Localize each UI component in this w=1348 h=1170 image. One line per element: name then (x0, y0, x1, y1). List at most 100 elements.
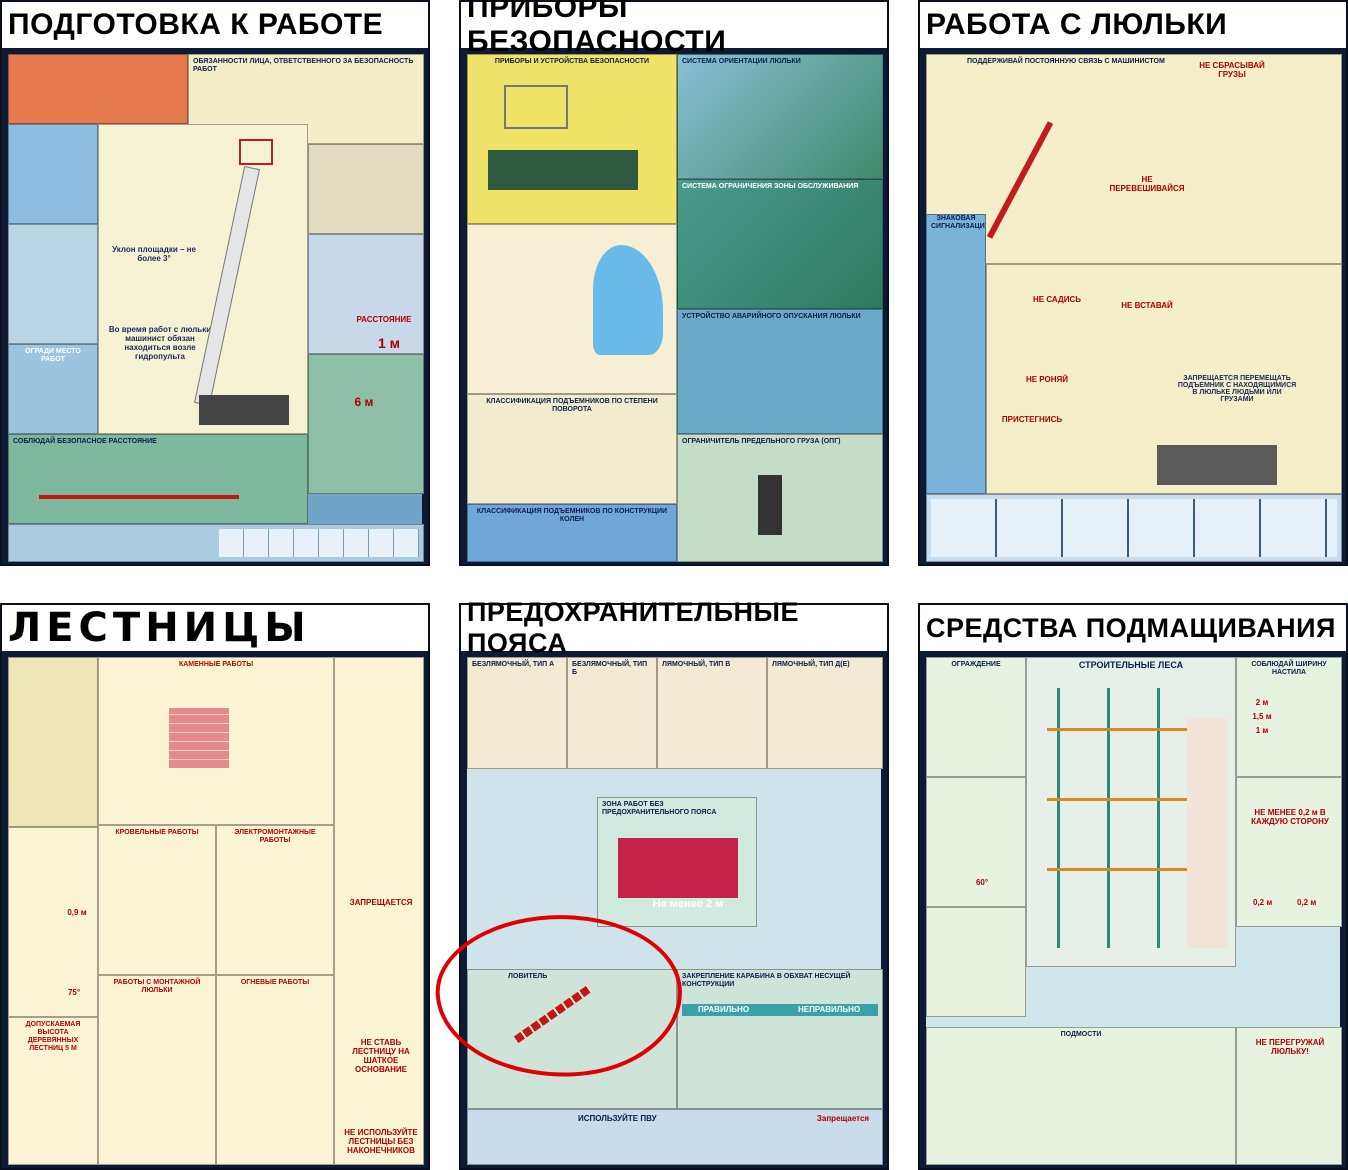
m02a-label: 0,2 м (1253, 898, 1273, 907)
lovitel-label: ЛОВИТЕЛЬ (508, 973, 548, 980)
panel-right-ladder: ЗАПРЕЩАЕТСЯ НЕ СТАВЬ ЛЕСТНИЦУ НА ШАТКОЕ … (334, 657, 424, 1165)
zona-label: ЗОНА РАБОТ БЕЗ ПРЕДОХРАНИТЕЛЬНОГО ПОЯСА (602, 801, 717, 816)
ne-menee-label: НЕ МЕНЕЕ 0,2 м В КАЖДУЮ СТОРОНУ (1251, 808, 1329, 826)
panel-table (8, 524, 424, 562)
poster-title: ПРЕДОХРАНИТЕЛЬНЫЕ ПОЯСА (461, 597, 887, 658)
type-label: ЛЯМОЧНЫЙ, тип Д(Е) (772, 661, 850, 668)
lift-truck (1157, 445, 1277, 485)
poster-podmashch: СРЕДСТВА ПОДМАЩИВАНИЯ ОГРАЖДЕНИЕ СТРОИТЕ… (918, 603, 1348, 1170)
panel-classif: КЛАССИФИКАЦИЯ ПОДЪЕМНИКОВ ПО СТЕПЕНИ ПОВ… (467, 394, 677, 504)
m1-label: 1 м (1255, 726, 1269, 735)
panel-workers-1 (8, 124, 98, 224)
zakrepl-label: ЗАКРЕПЛЕНИЕ КАРАБИНА В ОБХВАТ НЕСУЩЕЙ КО… (682, 973, 851, 988)
panel-ladder-cage (8, 657, 98, 827)
ogr-gruz-label: ОГРАНИЧИТЕЛЬ ПРЕДЕЛЬНОГО ГРУЗА (ОПГ) (682, 438, 841, 445)
ograd-label: ОГРАДИ МЕСТО РАБОТ (25, 348, 81, 363)
vo-vremya-text: Во время работ с люльки машинист обязан … (108, 325, 212, 361)
ne-isp-label: НЕ ИСПОЛЬЗУЙТЕ ЛЕСТНИЦЫ БЕЗ НАКОНЕЧНИКОВ (344, 1128, 418, 1155)
panel-ogr-gruz: ОГРАНИЧИТЕЛЬ ПРЕДЕЛЬНОГО ГРУЗА (ОПГ) (677, 434, 883, 562)
truck-boom (504, 85, 568, 129)
cylinder (758, 475, 782, 535)
pravilno-label: ПРАВИЛЬНО (698, 1005, 750, 1014)
poster-content: ОГРАЖДЕНИЕ СТРОИТЕЛЬНЫЕ ЛЕСА СОБЛЮДАЙ ШИ… (926, 657, 1342, 1165)
poster-lestnitsy: ЛЕСТНИЦЫ КАМЕННЫЕ РАБОТЫ ЗАПРЕЩАЕТСЯ НЕ … (0, 603, 430, 1170)
ne-sbras-label: НЕ СБРАСЫВАЙ ГРУЗЫ (1199, 61, 1265, 79)
h09-label: 0,9 м (67, 908, 87, 917)
safe-dist-label: СОБЛЮДАЙ БЕЗОПАСНОЕ РАССТОЯНИЕ (13, 438, 157, 445)
poster-title: ПРИБОРЫ БЕЗОПАСНОСТИ (461, 0, 887, 58)
panel-stairs: 60° (926, 777, 1026, 907)
poster-pribory: ПРИБОРЫ БЕЗОПАСНОСТИ ПРИБОРЫ И УСТРОЙСТВ… (459, 0, 889, 566)
panel-ograzhd: ОГРАЖДЕНИЕ (926, 657, 1026, 777)
panel-type-d: ЛЯМОЧНЫЙ, тип Д(Е) (767, 657, 883, 769)
poster-title: РАБОТА С ЛЮЛЬКИ (920, 2, 1346, 48)
ne-peregib-label: НЕ ПЕРЕВЕШИВАЙСЯ (1109, 175, 1185, 193)
six-m-label: 6 м (354, 395, 374, 409)
panel-stroit: СТРОИТЕЛЬНЫЕ ЛЕСА (1026, 657, 1236, 967)
m2-label: 2 м (1255, 698, 1269, 707)
poster-content: КАМЕННЫЕ РАБОТЫ ЗАПРЕЩАЕТСЯ НЕ СТАВЬ ЛЕС… (8, 657, 424, 1165)
chain (513, 984, 593, 1044)
truck (199, 395, 289, 425)
panel-top: ПОДДЕРЖИВАЙ ПОСТОЯННУЮ СВЯЗЬ С МАШИНИСТО… (926, 54, 1342, 264)
panel-elektro: ЭЛЕКТРОМОНТАЖНЫЕ РАБОТЫ (216, 825, 334, 975)
uklon-text: Уклон площадки – не более 3° (112, 245, 196, 263)
m02b-label: 0,2 м (1297, 898, 1317, 907)
panel-zona: ЗОНА РАБОТ БЕЗ ПРЕДОХРАНИТЕЛЬНОГО ПОЯСА … (597, 797, 757, 927)
ne-stav-label: НЕ СТАВЬ ЛЕСТНИЦУ НА ШАТКОЕ ОСНОВАНИЕ (352, 1038, 410, 1074)
panel-orient: СИСТЕМА ОРИЕНТАЦИИ ЛЮЛЬКИ (677, 54, 883, 179)
rasst-label: РАССТОЯНИЕ (356, 315, 412, 324)
poster-poyasa: ПРЕДОХРАНИТЕЛЬНЫЕ ПОЯСА БЕЗЛЯМОЧНЫЙ, тип… (459, 597, 889, 1170)
panel-krovel: КРОВЕЛЬНЫЕ РАБОТЫ (98, 825, 216, 975)
podmosti-label: ПОДМОСТИ (1060, 1031, 1102, 1038)
nepravilno-label: НЕПРАВИЛЬНО (798, 1005, 861, 1014)
panel-ograd: ОГРАДИ МЕСТО РАБОТ (8, 344, 98, 434)
scaffold-post (1057, 688, 1060, 948)
panel-six-m: 6 м (308, 354, 424, 494)
red-arrow (39, 495, 239, 499)
zapresh-label: Запрещается (816, 1114, 870, 1123)
panel-bottom: ИСПОЛЬЗУЙТЕ ПВУ Запрещается (467, 1109, 883, 1165)
poster-content: ПОДДЕРЖИВАЙ ПОСТОЯННУЮ СВЯЗЬ С МАШИНИСТО… (926, 54, 1342, 562)
montazh-label: РАБОТЫ С МОНТАЖНОЙ ЛЮЛЬКИ (113, 979, 201, 994)
kamen-label: КАМЕННЫЕ РАБОТЫ (178, 661, 254, 668)
panel-montazh: РАБОТЫ С МОНТАЖНОЙ ЛЮЛЬКИ (98, 975, 216, 1165)
scaffold-post (1157, 688, 1160, 948)
panel-ogran: СИСТЕМА ОГРАНИЧЕНИЯ ЗОНЫ ОБСЛУЖИВАНИЯ (677, 179, 883, 309)
zapresh-label: ЗАПРЕЩАЕТСЯ (349, 898, 413, 907)
panel-middle: НЕ САДИСЬ НЕ ВСТАВАЙ НЕ РОНЯЙ ПРИСТЕГНИС… (986, 264, 1342, 494)
elektro-label: ЭЛЕКТРОМОНТАЖНЫЕ РАБОТЫ (234, 829, 316, 844)
avar-label: УСТРОЙСТВО АВАРИЙНОГО ОПУСКАНИЯ ЛЮЛЬКИ (682, 313, 861, 320)
podderzh-label: ПОДДЕРЖИВАЙ ПОСТОЯННУЮ СВЯЗЬ С МАШИНИСТО… (967, 58, 1165, 65)
poster-lyulka: РАБОТА С ЛЮЛЬКИ ПОДДЕРЖИВАЙ ПОСТОЯННУЮ С… (918, 0, 1348, 566)
panel-type-a: БЕЗЛЯМОЧНЫЙ, тип А (467, 657, 567, 769)
scaffold-deck (1047, 728, 1187, 731)
panel-load (926, 907, 1026, 1017)
panel-overlap: НЕ МЕНЕЕ 0,2 м В КАЖДУЮ СТОРОНУ 0,2 м 0,… (1236, 777, 1342, 927)
ispolzuite-label: ИСПОЛЬЗУЙТЕ ПВУ (578, 1114, 657, 1123)
pristegnis-label: ПРИСТЕГНИСЬ (1001, 415, 1063, 424)
ne-menee-label: Не менее 2 м (652, 898, 724, 910)
panel-lovitel: ЛОВИТЕЛЬ (467, 969, 677, 1109)
poster-content: БЕЗЛЯМОЧНЫЙ, тип А БЕЗЛЯМОЧНЫЙ, тип Б ЛЯ… (467, 657, 883, 1165)
soblyud-label: СОБЛЮДАЙ ШИРИНУ НАСТИЛА (1251, 661, 1327, 676)
poster-title: ЛЕСТНИЦЫ (2, 605, 428, 651)
rek-label: РЕКОМЕНДУЕМАЯ ЗНАКОВАЯ СИГНАЛИЗАЦИЯ (931, 215, 986, 230)
stroit-label: СТРОИТЕЛЬНЫЕ ЛЕСА (1078, 660, 1184, 670)
panel-duties (8, 54, 188, 124)
panel-right (308, 144, 424, 234)
one-m-label: 1 м (377, 335, 401, 351)
ogn-label: ОГНЕВЫЕ РАБОТЫ (240, 979, 310, 986)
signal-cells (931, 499, 1337, 557)
panel-truck: ПРИБОРЫ И УСТРОЙСТВА БЕЗОПАСНОСТИ (467, 54, 677, 224)
classif2-label: КЛАССИФИКАЦИЯ ПОДЪЕМНИКОВ ПО КОНСТРУКЦИИ… (476, 508, 668, 523)
panel-kamen: КАМЕННЫЕ РАБОТЫ (98, 657, 334, 825)
panel-classif2: КЛАССИФИКАЦИЯ ПОДЪЕМНИКОВ ПО КОНСТРУКЦИИ… (467, 504, 677, 562)
krovel-label: КРОВЕЛЬНЫЕ РАБОТЫ (115, 829, 199, 836)
panel-cradle: НЕ ПЕРЕГРУЖАЙ ЛЮЛЬКУ! (1236, 1027, 1342, 1165)
panel-zakrepl: ЗАКРЕПЛЕНИЕ КАРАБИНА В ОБХВАТ НЕСУЩЕЙ КО… (677, 969, 883, 1109)
panel-left-2 (8, 224, 98, 344)
panel-safe-dist: СОБЛЮДАЙ БЕЗОПАСНОЕ РАССТОЯНИЕ (8, 434, 308, 524)
ne-vstavai-label: НЕ ВСТАВАЙ (1121, 301, 1173, 310)
beam (682, 1004, 878, 1016)
